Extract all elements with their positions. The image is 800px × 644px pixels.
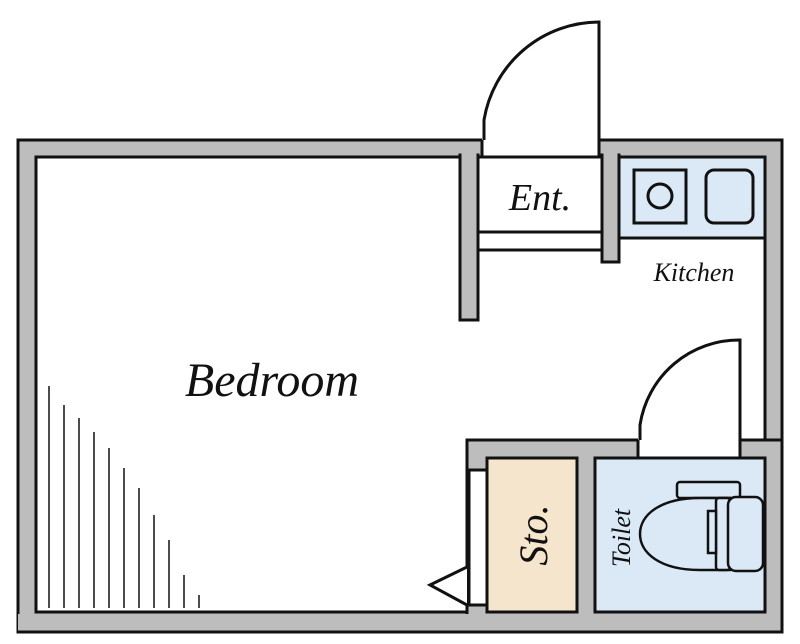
storage-room [485,456,579,614]
storage-door [467,468,489,607]
entrance-label: Ent. [508,177,571,219]
wall-stub-left [458,153,480,322]
stairs [48,386,200,608]
bedroom-label: Bedroom [185,354,359,407]
storage-label: Sto. [511,504,556,565]
toilet-fixture-icon [638,480,765,573]
entrance-area [476,155,604,234]
storage-door-arrow [426,565,468,607]
entrance-step [476,230,604,252]
kitchen-label: Kitchen [653,258,735,287]
entrance-door-swing [482,20,601,140]
entrance-opening [482,138,599,158]
stove-icon [632,168,688,225]
burner-icon [646,182,674,210]
sink-icon [704,168,755,225]
toilet-label: Toilet [607,508,636,567]
wall-stub-right [600,153,621,264]
toilet-door-swing [638,338,742,440]
